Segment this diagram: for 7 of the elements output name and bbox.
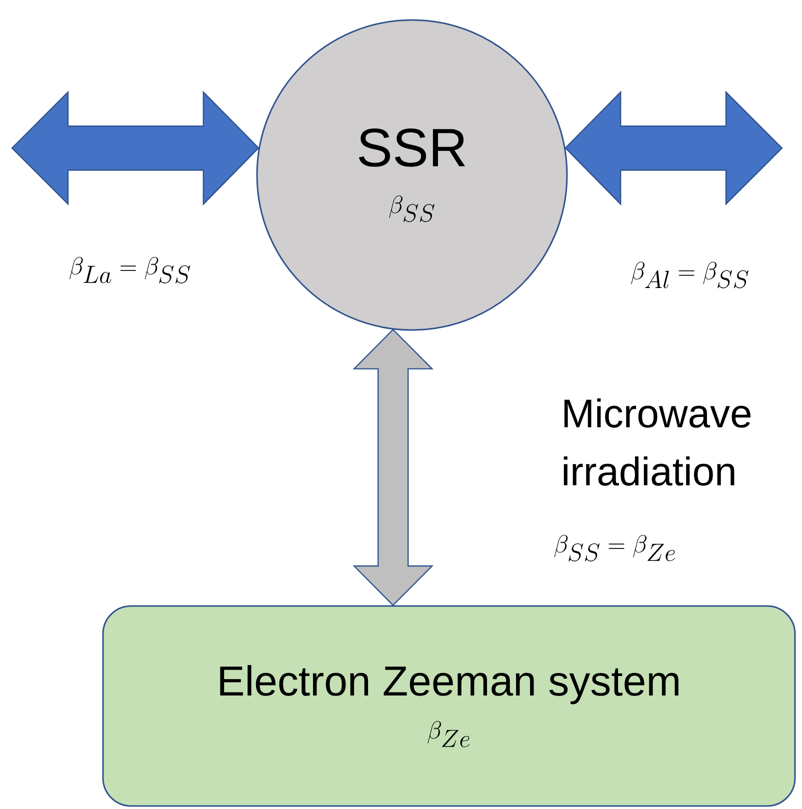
block-arrow [564, 90, 783, 206]
system-box: Electron Zeeman system $\beta_{Ze}$ [102, 605, 796, 807]
block-arrow [11, 90, 260, 206]
edge-label: Microwave irradiation [564, 398, 751, 486]
formula-label: $\beta_{La} = \beta_{SS}$ [69, 256, 190, 284]
formula-label: $\beta_{SS} = \beta_{Ze}$ [554, 534, 675, 562]
formula-label: $\beta_{Al} = \beta_{SS}$ [631, 262, 748, 288]
